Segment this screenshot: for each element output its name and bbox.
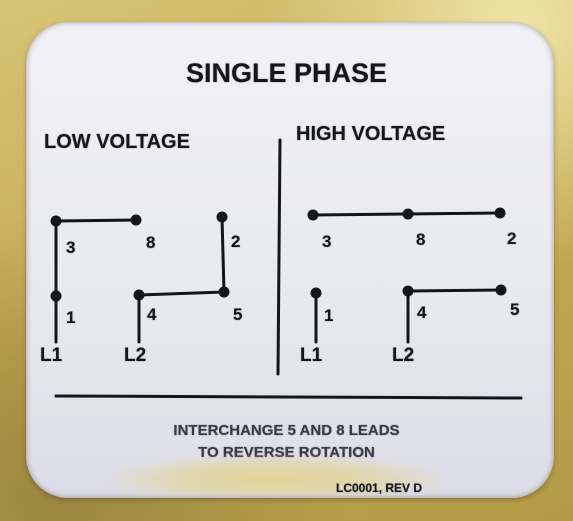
high-line-label: L2: [392, 345, 415, 366]
low-voltage-heading: LOW VOLTAGE: [44, 131, 190, 153]
low-jumper-3-8: [54, 218, 138, 223]
horizontal-divider: [54, 394, 523, 400]
low-lead-number: 4: [147, 305, 157, 324]
low-lead-number: 2: [231, 232, 241, 251]
wiring-label-plate: [26, 22, 554, 498]
vertical-divider: [276, 138, 282, 376]
high-voltage-heading: HIGH VOLTAGE: [296, 123, 446, 145]
low-terminal-1: [50, 290, 62, 302]
low-terminal-5: [218, 286, 230, 298]
high-lead-number: 2: [507, 229, 517, 248]
high-lead-number: 1: [324, 306, 334, 325]
low-lead-number: 8: [146, 233, 156, 252]
high-terminal-1: [310, 287, 322, 299]
low-lead-number: 1: [66, 308, 76, 327]
low-terminal-2: [216, 211, 228, 223]
high-terminal-5: [495, 284, 507, 296]
low-terminal-8: [130, 214, 142, 226]
low-jumper-4-5: [137, 290, 226, 297]
low-line-label: L2: [124, 345, 147, 366]
high-terminal-3: [307, 209, 319, 221]
low-line-label: L1: [40, 345, 63, 366]
high-jumper-4-5: [406, 288, 503, 293]
low-terminal-4: [133, 289, 145, 301]
low-lead-2-to-5: [220, 215, 226, 294]
reverse-rotation-note: INTERCHANGE 5 AND 8 LEADS: [173, 422, 400, 439]
high-lead-number: 3: [322, 232, 332, 251]
high-lead-number: 8: [416, 230, 426, 249]
reverse-rotation-note: TO REVERSE ROTATION: [198, 444, 375, 461]
low-terminal-3: [50, 215, 62, 227]
label-title: SINGLE PHASE: [185, 58, 388, 88]
low-lead-number: 5: [233, 305, 243, 324]
high-terminal-2: [494, 207, 506, 219]
high-lead-number: 4: [417, 303, 427, 322]
high-lead-number: 5: [510, 300, 520, 319]
low-lead-number: 3: [66, 238, 76, 257]
high-terminal-8: [402, 208, 414, 220]
high-line-label: L1: [300, 345, 323, 366]
high-terminal-4: [402, 285, 414, 297]
revision-code: LC0001, REV D: [336, 481, 423, 495]
